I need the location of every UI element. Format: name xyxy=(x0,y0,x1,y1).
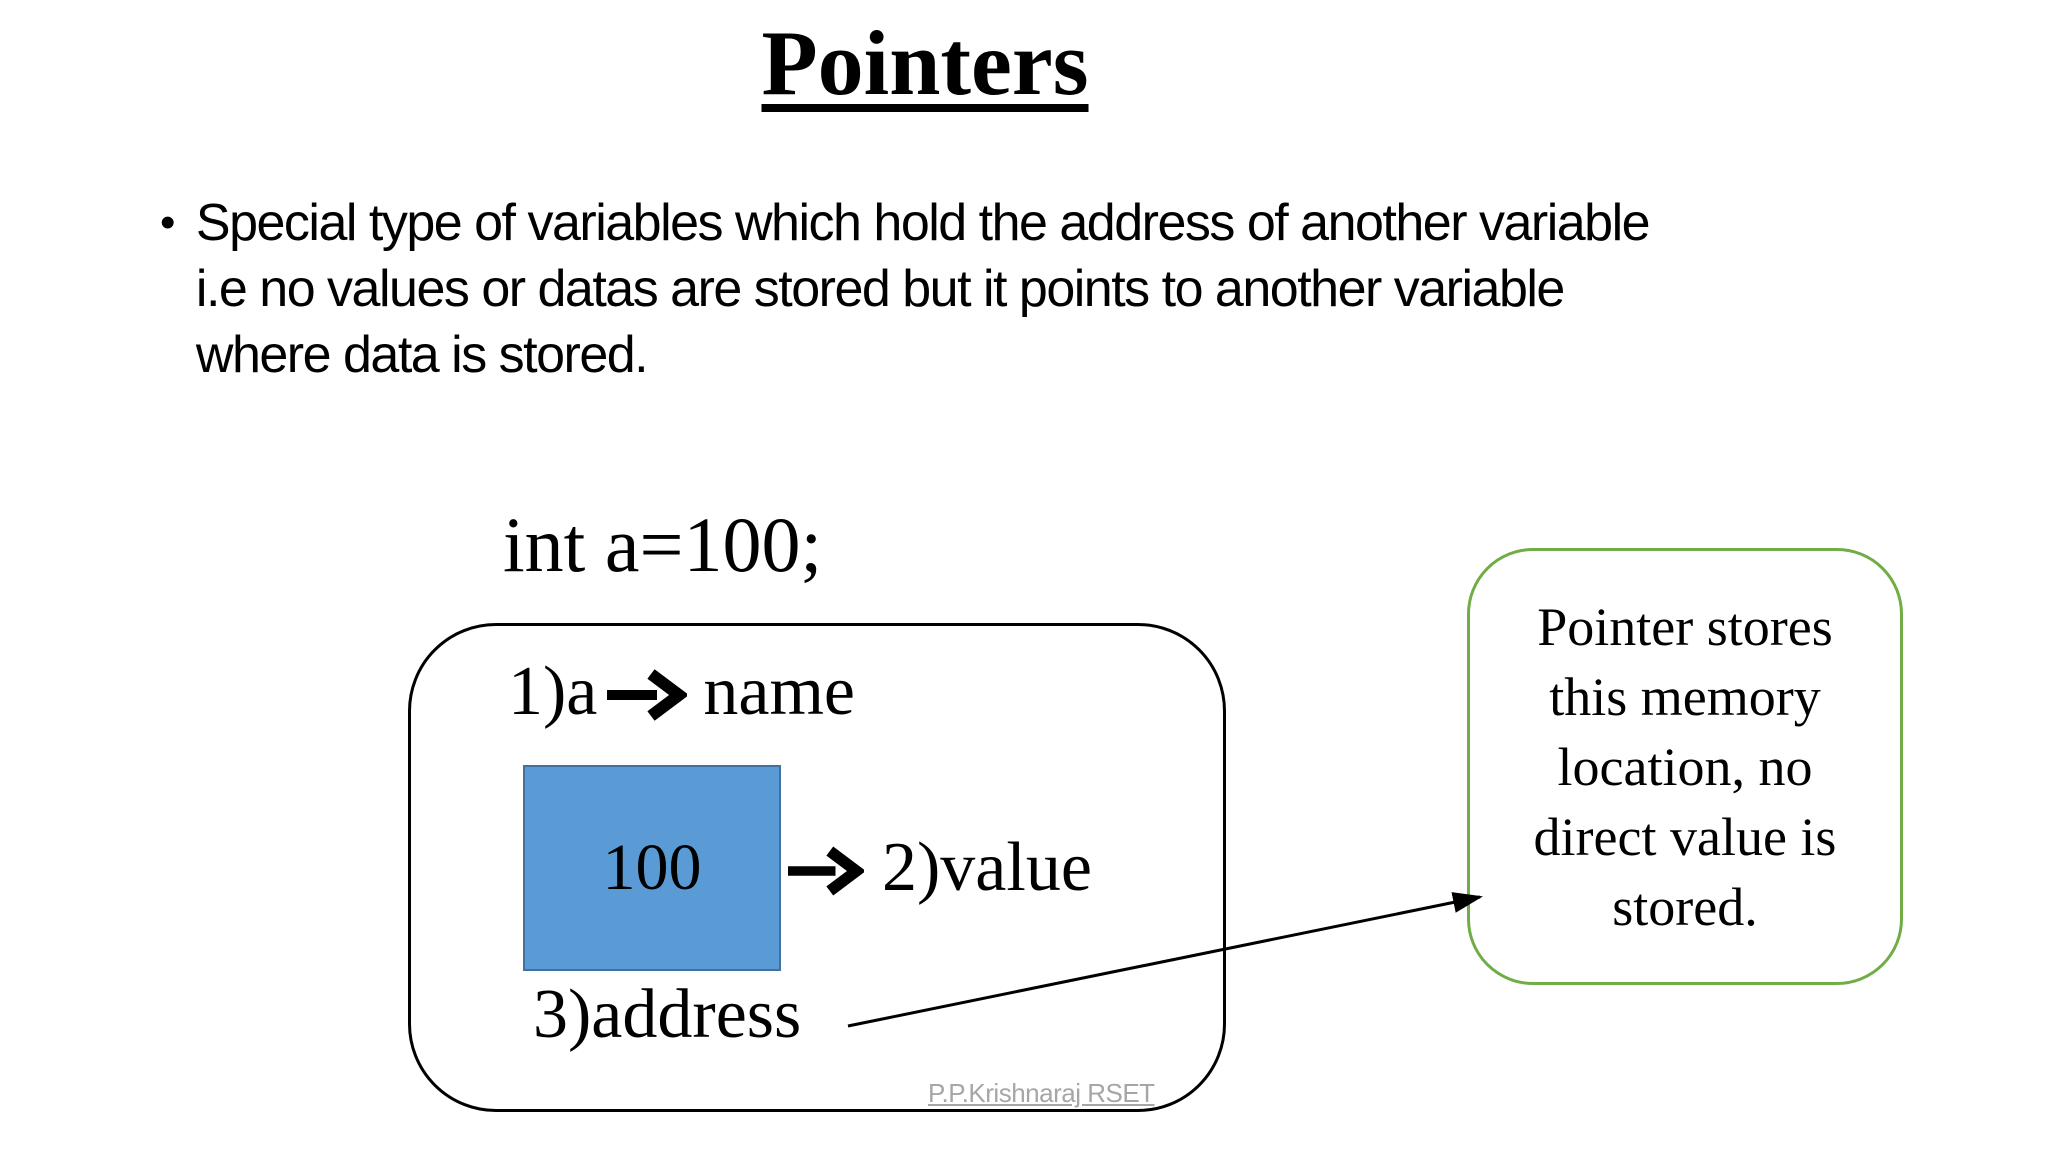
note-line-5: stored. xyxy=(1612,876,1758,937)
code-declaration: int a=100; xyxy=(503,501,823,588)
bullet-line-2: i.e no values or datas are stored but it… xyxy=(195,260,1565,318)
bullet-line-1: Special type of variables which hold the… xyxy=(195,194,1651,252)
page-title: Pointers xyxy=(761,12,1089,114)
bullet-line-3: where data is stored. xyxy=(195,326,649,384)
note-line-2: this memory xyxy=(1549,666,1821,727)
diagram-name-line: 1)a name xyxy=(508,652,855,732)
pointer-note-box: Pointer stores this memory location, no … xyxy=(1467,548,1903,985)
variable-diagram-box xyxy=(408,623,1226,1112)
value-box: 100 xyxy=(523,765,781,971)
note-line-4: direct value is xyxy=(1533,806,1837,867)
note-line-1: Pointer stores xyxy=(1537,596,1833,657)
address-label: 3)address xyxy=(533,976,802,1053)
bullet-text: Special type of variables which hold the… xyxy=(195,190,1651,388)
stored-value: 100 xyxy=(602,831,702,904)
note-line-3: location, no xyxy=(1557,736,1813,797)
diagram-value-line: 2)value xyxy=(788,828,1092,908)
right-arrow-icon xyxy=(607,666,688,724)
name-label: name xyxy=(703,653,855,730)
bullet-point: • Special type of variables which hold t… xyxy=(160,190,1651,388)
bullet-marker: • xyxy=(160,198,175,247)
right-arrow-icon xyxy=(788,843,864,899)
watermark-text: P.P.Krishnaraj RSET xyxy=(928,1078,1155,1108)
name-prefix-label: 1)a xyxy=(508,653,598,730)
value-label: 2)value xyxy=(882,829,1092,906)
